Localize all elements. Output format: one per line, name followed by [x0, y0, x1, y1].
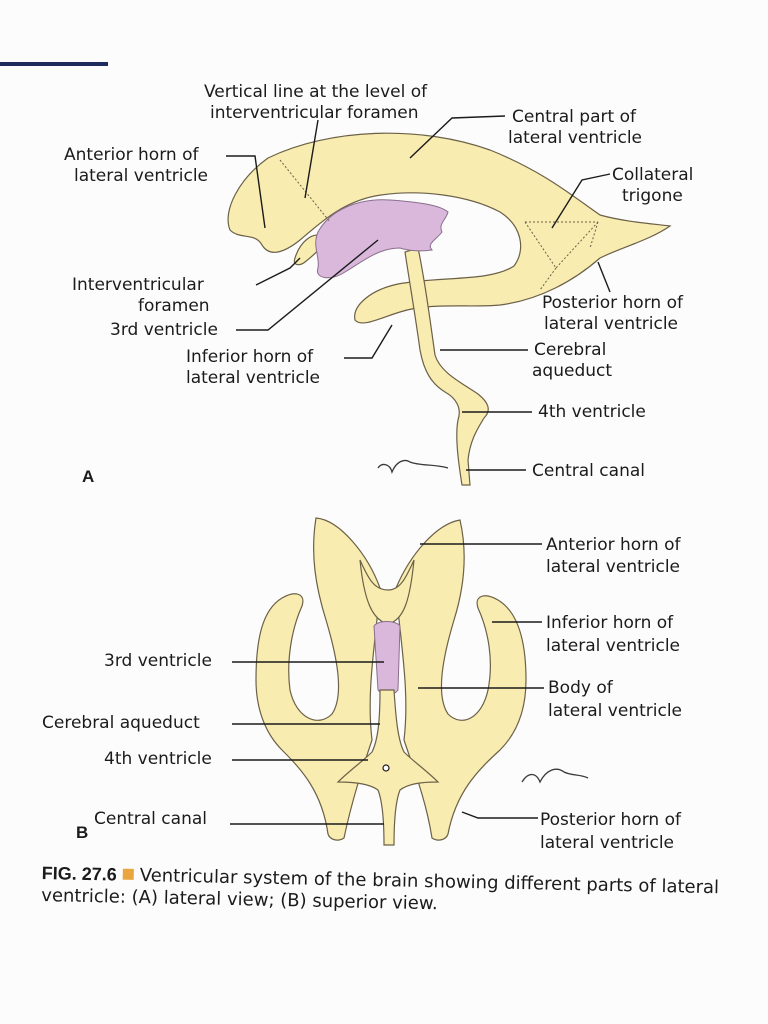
leader-collateral-trigone — [551, 173, 611, 229]
label-inferior-horn-a: Inferior horn of lateral ventricle — [186, 347, 320, 388]
label-cerebral-aqueduct-b: Cerebral aqueduct — [42, 713, 200, 733]
label-body-b: Body of lateral ventricle — [548, 678, 682, 721]
leader-inferior-horn-a — [344, 324, 393, 359]
leader-vertical-line — [304, 119, 319, 199]
leader-central-part — [409, 115, 506, 159]
leader-anterior-horn — [226, 155, 266, 229]
label-central-canal-b: Central canal — [94, 809, 207, 829]
anterior-horn-junction-shape — [359, 559, 415, 625]
fourth-ventricle-aperture — [382, 764, 390, 772]
label-collateral-trigone: Collateral trigone — [612, 165, 699, 206]
leader-posterior-horn-a — [597, 261, 611, 293]
label-fourth-ventricle-b: 4th ventricle — [104, 749, 212, 769]
figure-number: FIG. 27.6 — [41, 862, 118, 885]
label-fourth-ventricle-a: 4th ventricle — [538, 402, 646, 422]
leader-interventricular-foramen — [255, 257, 301, 286]
ventricular-system-figure: Vertical line at the level of interventr… — [0, 62, 699, 853]
panel-letter-a: A — [82, 467, 94, 486]
leader-posterior-horn-b — [461, 811, 538, 819]
label-posterior-horn-a: Posterior horn of lateral ventricle — [542, 293, 688, 334]
caption-text: Ventricular system of the brain showing … — [41, 865, 720, 915]
label-inferior-horn-b: Inferior horn of lateral ventricle — [546, 613, 680, 656]
label-anterior-horn-a: Anterior horn of lateral ventricle — [64, 145, 208, 186]
label-third-ventricle-b: 3rd ventricle — [104, 651, 212, 671]
third-ventricle-shape — [315, 199, 449, 279]
label-central-canal-a: Central canal — [532, 461, 645, 481]
label-central-part: Central part of lateral ventricle — [508, 107, 642, 148]
label-anterior-horn-b: Anterior horn of lateral ventricle — [546, 535, 686, 577]
third-ventricle-b-shape — [373, 621, 401, 695]
collateral-trigone-dotted — [524, 221, 599, 291]
artist-signature-b — [521, 768, 589, 784]
label-cerebral-aqueduct-a: Cerebral aqueduct — [532, 340, 612, 381]
right-lateral-ventricle-shape — [395, 519, 527, 841]
label-posterior-horn-b: Posterior horn of lateral ventricle — [540, 810, 686, 853]
artist-signature — [377, 459, 449, 475]
caption-marker-icon — [122, 868, 134, 880]
vertical-line-dotted — [279, 159, 331, 223]
lateral-ventricle-shape — [227, 132, 672, 324]
panel-b-superior-view: Anterior horn of lateral ventricle Infer… — [42, 517, 686, 853]
leader-third-ventricle-a — [236, 239, 379, 331]
panel-letter-b: B — [76, 823, 88, 842]
top-rule — [0, 62, 108, 66]
aqueduct-canal-shape — [404, 247, 489, 486]
label-third-ventricle-a: 3rd ventricle — [110, 320, 218, 340]
panel-a-lateral-view: Vertical line at the level of interventr… — [64, 82, 699, 486]
label-interventricular-foramen: Interventricular foramen — [72, 275, 210, 316]
label-vertical-line: Vertical line at the level of interventr… — [204, 82, 433, 123]
